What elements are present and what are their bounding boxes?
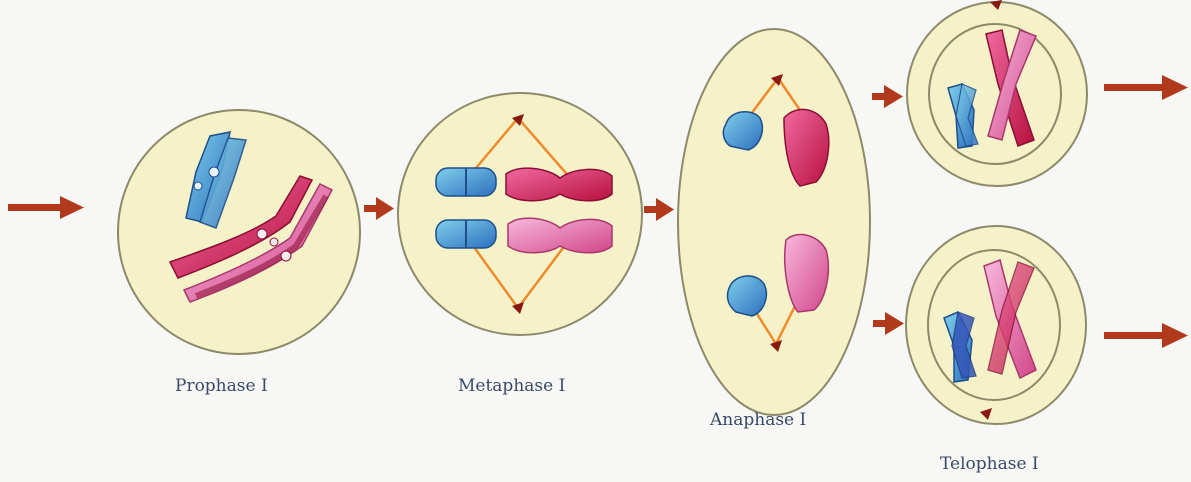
arrow-out-bottom: [1104, 323, 1188, 348]
arrow-prophase-to-metaphase: [364, 197, 394, 220]
telophase-cell-top: [907, 0, 1087, 186]
arrow-anaphase-to-telophase-bottom: [873, 312, 904, 335]
metaphase-cell: [398, 93, 642, 335]
telophase-cell-bottom: [906, 226, 1086, 424]
prophase-label: Prophase I: [175, 376, 268, 396]
arrow-out-top: [1104, 75, 1188, 100]
metaphase-label: Metaphase I: [458, 376, 565, 396]
arrow-metaphase-to-anaphase: [644, 198, 674, 221]
anaphase-label: Anaphase I: [710, 410, 806, 430]
telophase-label: Telophase I: [940, 454, 1039, 474]
prophase-cell: [118, 110, 360, 354]
arrow-anaphase-to-telophase-top: [872, 85, 903, 108]
arrow-into-prophase: [8, 196, 84, 219]
anaphase-cell: [678, 29, 870, 415]
